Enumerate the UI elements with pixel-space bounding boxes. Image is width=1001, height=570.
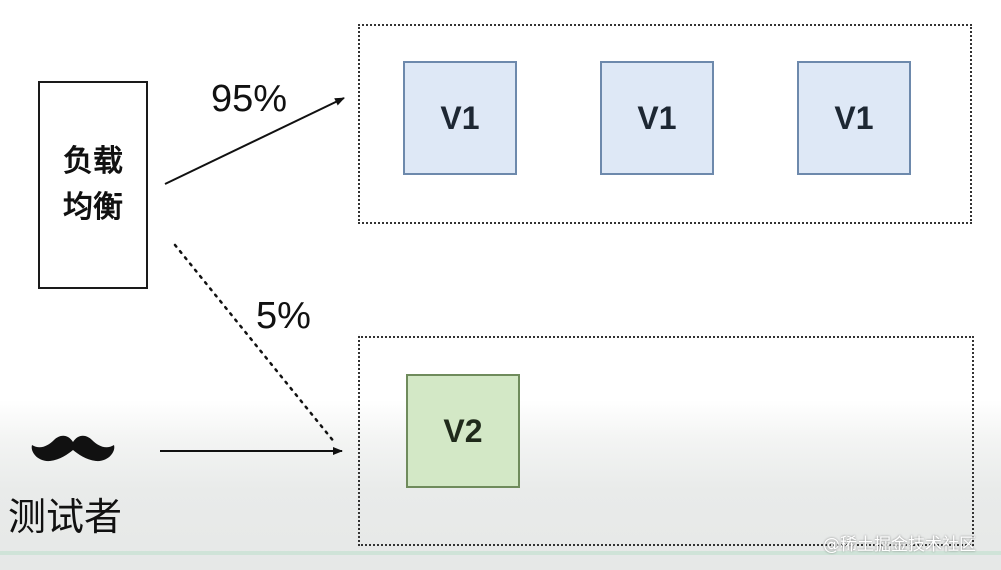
v1-group	[358, 24, 972, 224]
v2-node: V2	[406, 374, 520, 488]
bottom-strip	[0, 551, 1001, 555]
load-balancer-label-line1: 负载	[63, 144, 123, 179]
load-balancer-box: 负载 均衡	[38, 81, 148, 289]
mustache-icon	[31, 435, 115, 462]
traffic-percent-v2: 5%	[256, 295, 311, 337]
tester-label: 测试者	[8, 495, 123, 539]
traffic-percent-v1: 95%	[211, 78, 288, 120]
v1-node-3: V1	[797, 61, 911, 175]
watermark: @稀土掘金技术社区	[823, 535, 976, 555]
v1-node-2: V1	[600, 61, 714, 175]
v2-group	[358, 336, 974, 546]
arrow-lb-to-v2-dotted	[173, 243, 337, 445]
arrow-lb-to-v1	[164, 97, 345, 185]
v1-node-1: V1	[403, 61, 517, 175]
load-balancer-label-line2: 均衡	[63, 190, 123, 225]
